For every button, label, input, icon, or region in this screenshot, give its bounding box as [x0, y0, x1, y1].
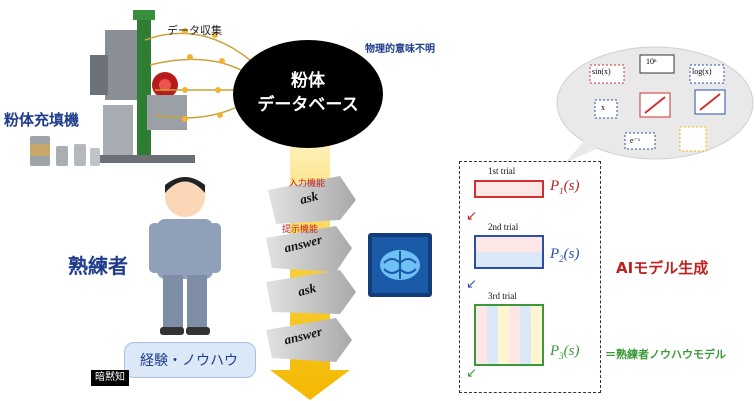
- database-title-line2: データベース: [257, 95, 359, 115]
- tacit-knowledge-badge: 暗黙知: [91, 370, 129, 386]
- trial-2-box: [474, 235, 544, 269]
- expert-label: 熟練者: [68, 254, 128, 278]
- present-function-label: 提示機能: [282, 225, 319, 235]
- curved-arrow-3-icon: ↙: [466, 366, 477, 381]
- block-x: x: [601, 103, 605, 112]
- powder-database-ellipse: [233, 40, 383, 148]
- ask-chevron-2: [266, 270, 356, 314]
- block-exp-neg: e⁻ˣ: [630, 136, 641, 145]
- trial-3-box: [474, 304, 544, 366]
- database-title-line1: 粉体: [291, 71, 325, 91]
- block-sin: sin(x): [592, 67, 611, 76]
- trial-1-label: 1st trial: [488, 166, 516, 176]
- expert-model-label: ＝熟練者ノウハウモデル: [605, 348, 726, 361]
- experience-box: [124, 342, 256, 378]
- block-log: log(x): [692, 67, 712, 76]
- answer-chevron-2: [266, 318, 352, 362]
- data-collection-label: データ収集: [167, 24, 222, 37]
- model-structure-bubble: [556, 46, 754, 163]
- trial-3-label: 3rd trial: [488, 291, 517, 301]
- curved-arrow-2-icon: ↙: [466, 277, 477, 292]
- trial-3-p-label: P3(s): [550, 343, 580, 361]
- powder-cans-icon: [30, 136, 100, 166]
- ai-brain-icon: [368, 233, 432, 297]
- trial-1-box: [474, 180, 544, 198]
- trial-2-p-label: P2(s): [550, 246, 580, 264]
- answer-chevron-1: [266, 226, 352, 272]
- physical-meaning-label: 物理的意味不明: [365, 44, 435, 55]
- powder-filling-machine-illustration: [90, 10, 195, 163]
- powder-filler-label: 粉体充填機: [4, 111, 80, 129]
- input-function-label: 入力機能: [289, 179, 326, 189]
- block-exp10: 10ⁿ: [646, 57, 657, 66]
- trial-1-p-label: P1(s): [550, 178, 580, 196]
- experience-label: 経験・ノウハウ: [140, 353, 238, 369]
- expert-person-illustration: [149, 177, 221, 335]
- ai-model-generation-label: AIモデル生成: [616, 259, 709, 277]
- ask-chevron-1: [268, 176, 356, 224]
- curved-arrow-1-icon: ↙: [466, 209, 477, 224]
- trial-2-label: 2nd trial: [488, 222, 519, 232]
